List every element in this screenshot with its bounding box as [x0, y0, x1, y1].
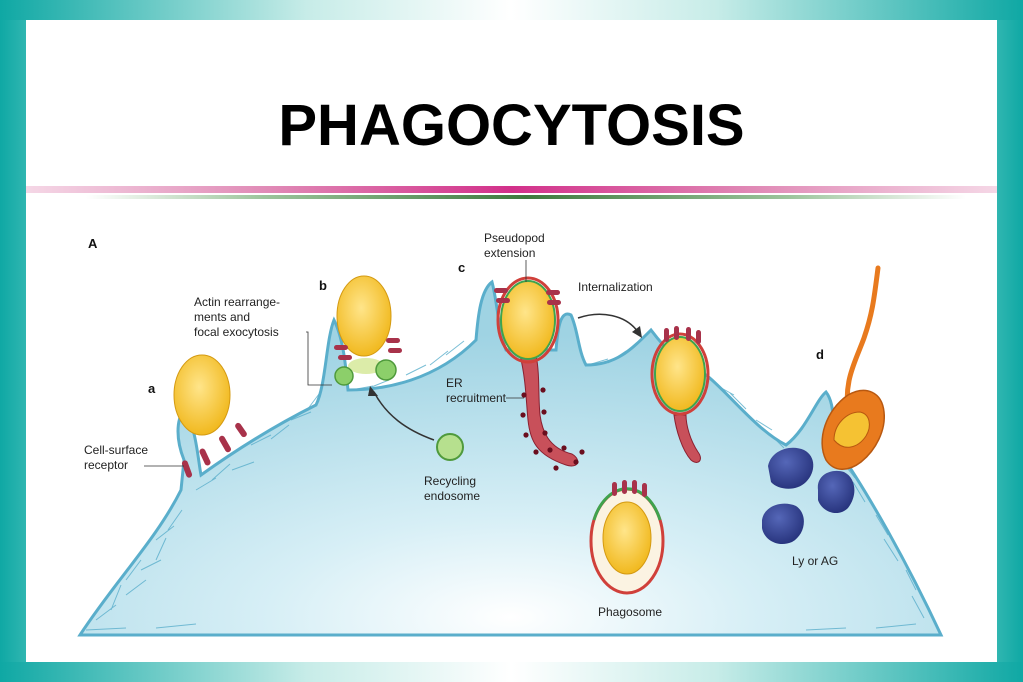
panel-letter-a: a [148, 381, 156, 396]
panel-letter-d: d [816, 347, 824, 362]
stage-b-particle [334, 275, 402, 386]
label-cell-surface-receptor-2: receptor [84, 458, 128, 472]
focal-exocytosis-vesicle [375, 359, 397, 381]
leader-actin [306, 331, 332, 386]
slide-title: PHAGOCYTOSIS [278, 93, 745, 158]
title-divider-pink [26, 186, 997, 193]
focal-exocytosis-vesicle [334, 366, 354, 386]
arrow-endosome-to-b [373, 391, 435, 441]
figure-label: A [88, 236, 98, 251]
lysosomes [762, 447, 855, 545]
phagocytosis-diagram: A a b c d Cell-surface receptor [77, 231, 944, 637]
panel-letter-c: c [458, 260, 465, 275]
arrowhead-internalization [632, 326, 642, 338]
pathogen-flagellum [844, 265, 881, 413]
title-divider-green [86, 195, 966, 199]
label-cell-surface-receptor-1: Cell-surface [84, 443, 148, 457]
phagosome [589, 480, 665, 595]
top-border-strip [0, 0, 1023, 20]
arrowhead-endosome [368, 386, 378, 396]
stage-c-particle [494, 276, 585, 471]
cell-body [77, 279, 944, 637]
label-internalization: Internalization [578, 280, 653, 294]
label-recycling-1: Recycling [424, 474, 476, 488]
label-recycling-2: endosome [424, 489, 480, 503]
label-er-2: recruitment [446, 391, 507, 405]
label-ly-or-ag: Ly or AG [792, 554, 838, 568]
slide: PHAGOCYTOSIS [26, 20, 997, 662]
label-pseudopod-1: Pseudopod [484, 231, 545, 245]
recycling-endosome [436, 433, 464, 461]
cell-surface-receptors [181, 422, 247, 478]
label-pseudopod-2: extension [484, 246, 535, 260]
label-er-1: ER [446, 376, 463, 390]
label-actin-1: Actin rearrange- [194, 295, 280, 309]
panel-letter-b: b [319, 278, 327, 293]
stage-d-pathogen [821, 265, 885, 470]
label-actin-3: focal exocytosis [194, 325, 279, 339]
bottom-border-strip [0, 662, 1023, 682]
label-actin-2: ments and [194, 310, 250, 324]
label-phagosome: Phagosome [598, 605, 662, 619]
stage-a-particle [173, 354, 247, 478]
actin-fibers [85, 340, 925, 631]
er-ribosomes [520, 387, 585, 471]
arrow-internalization [577, 313, 639, 333]
stage-internalized-particle [650, 326, 710, 463]
